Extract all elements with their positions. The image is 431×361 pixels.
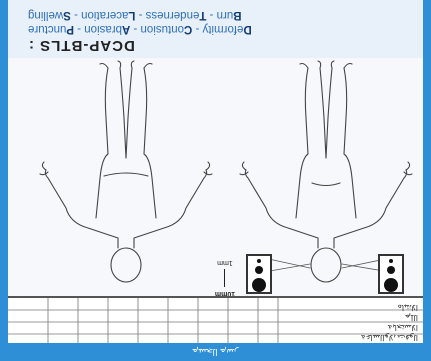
vitals-table-row-labels: ﺔﻋﺎﺴﻟاﻮﻟﺎﺑ ﺖﻗﻮﻟا ﺔﺑﺎﺠﺘﺳﻻا ﻢﻠﻟا ﻩﺎﺒﺘﻧﻻا — [278, 302, 418, 342]
banner-text-block: DCAP-BTLS : Deformity - Contusion - Abra… — [28, 6, 403, 54]
pupil-dot-medium — [255, 266, 263, 274]
pupil-guide-lines — [264, 258, 390, 272]
row-label-time: ﺔﻋﺎﺴﻟاﻮﻟﺎﺑ ﺖﻗﻮﻟا — [278, 332, 418, 342]
right-accent-strip — [423, 0, 431, 361]
left-accent-strip — [0, 0, 8, 361]
word-laceration: aceration - — [71, 9, 129, 21]
pupil-chart-right — [378, 254, 404, 294]
pupil-chart-left — [246, 254, 272, 294]
initial-p: P — [66, 23, 74, 35]
pupil-dot-medium — [387, 266, 395, 274]
initial-d: D — [243, 23, 251, 35]
initial-l: L — [128, 9, 135, 21]
footer-bar: ﻢﺴﺠﻟا ﻢﺳر — [0, 343, 431, 361]
initial-s: S — [63, 9, 71, 21]
row-label-pain: ﻢﻠﻟا — [278, 312, 418, 322]
initial-c: C — [184, 23, 192, 35]
initial-b: B — [233, 9, 241, 21]
row-label-attention: ﻩﺎﺒﺘﻧﻻا — [278, 302, 418, 312]
word-deformity: eformity - — [192, 23, 243, 35]
banner-line-1: Deformity - Contusion - Abrasion - Punct… — [28, 22, 403, 36]
initial-a: A — [122, 23, 130, 35]
pupil-dot-small — [257, 259, 261, 263]
word-puncture: uncture — [28, 23, 66, 35]
banner-title: DCAP-BTLS : — [28, 36, 403, 54]
word-abrasion: brasion - — [74, 23, 122, 35]
vitals-table: ﺔﻋﺎﺴﻟاﻮﻟﺎﺑ ﺖﻗﻮﻟا ﺔﺑﺎﺠﺘﺳﻻا ﻢﻠﻟا ﻩﺎﺒﺘﻧﻻا — [8, 296, 423, 345]
pupil-dot-small — [389, 259, 393, 263]
pupil-dot-large — [384, 278, 398, 292]
pupil-scale-min: 1mm — [208, 258, 242, 267]
word-tenderness: enderness - — [135, 9, 199, 21]
word-burn: urn - — [206, 9, 233, 21]
pupil-dot-large — [252, 278, 266, 292]
initial-t: T — [199, 9, 206, 21]
word-swelling: welling — [28, 9, 63, 21]
banner-line-2: Burn - Tenderness - Laceration - Swellin… — [28, 8, 403, 22]
word-contusion: ontusion - — [130, 23, 184, 35]
front-body-outline — [240, 61, 412, 282]
footer-text: ﻢﺴﺠﻟا ﻢﺳر — [0, 346, 431, 356]
back-body-outline — [40, 61, 212, 282]
dcap-btls-banner: DCAP-BTLS : Deformity - Contusion - Abra… — [8, 0, 423, 58]
pupil-scale-label: 10mm 1mm — [208, 242, 242, 298]
row-label-response: ﺔﺑﺎﺠﺘﺳﻻا — [278, 322, 418, 332]
